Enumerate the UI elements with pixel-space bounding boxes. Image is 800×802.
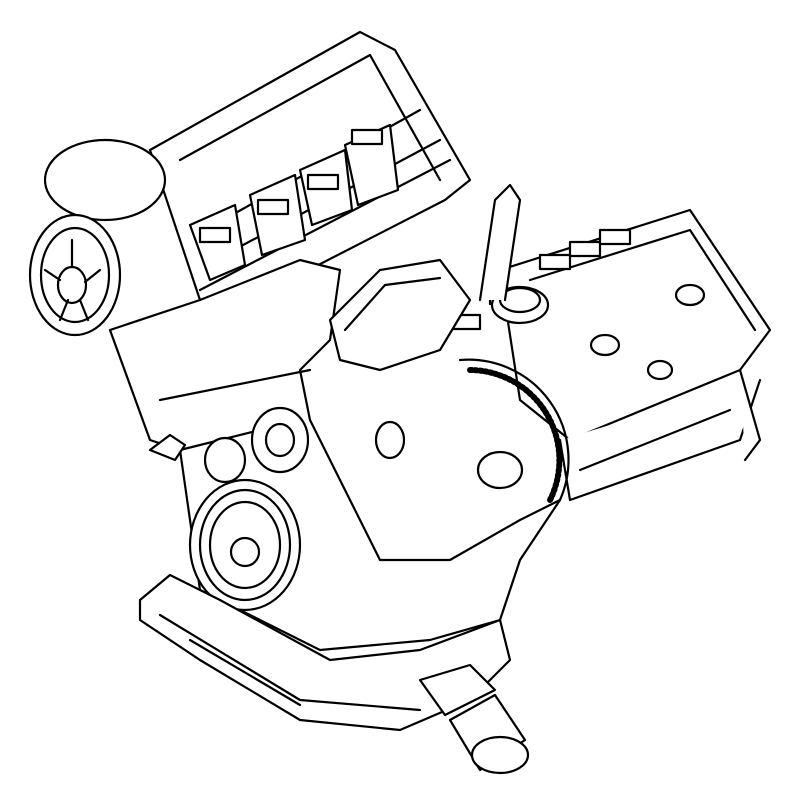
intake-plenum-cover: [330, 260, 470, 370]
oil-filler-cap: [492, 287, 548, 323]
crankshaft-pulley: [190, 480, 300, 610]
idler-pulleys: [205, 408, 522, 488]
oil-filter: [420, 665, 528, 773]
sensor-plug: [150, 435, 185, 460]
oil-pan: [140, 575, 510, 730]
engine-hanger: [480, 185, 520, 300]
left-ignition-coils: [190, 125, 398, 280]
camshaft-pulley: [30, 140, 165, 335]
cam-sprocket-right: [460, 360, 569, 500]
